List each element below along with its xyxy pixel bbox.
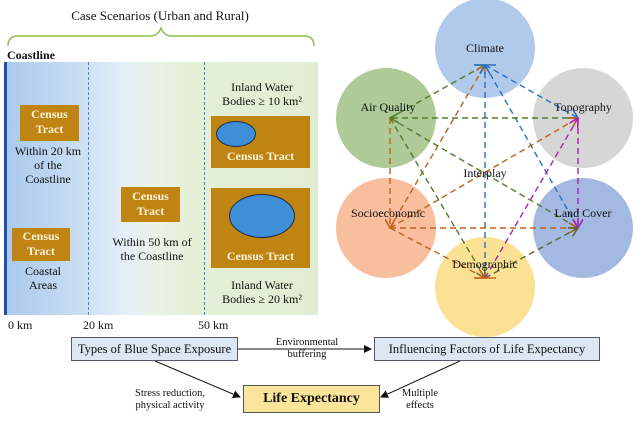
inland-large-caption: Inland Water Bodies ≥ 20 km² xyxy=(212,278,312,306)
caption-line: Inland Water xyxy=(231,80,293,94)
node-socio-label: Socioeconomic xyxy=(351,206,425,220)
inland-small-caption: Inland Water Bodies ≥ 10 km² xyxy=(212,80,312,108)
node-climate-label: Climate xyxy=(466,41,504,55)
km-tick-50: 50 km xyxy=(198,318,229,332)
label-line: physical activity xyxy=(135,400,205,411)
edge-air-to-climate xyxy=(389,65,485,119)
caption-line: Within 20 km xyxy=(14,144,82,158)
edge-air-to-demo xyxy=(389,117,485,278)
label-line: Multiple xyxy=(401,388,439,399)
km-tick-20: 20 km xyxy=(83,318,114,332)
lake-large-icon xyxy=(229,194,295,238)
coastline-label: Coastline xyxy=(7,48,55,62)
edge-socio-to-topo xyxy=(389,118,578,229)
census-tract-20km: Census Tract xyxy=(20,105,79,141)
tract-label: Tract xyxy=(136,204,165,218)
census-tract-inland-large: Census Tract xyxy=(211,188,310,268)
caption-line: Inland Water xyxy=(231,278,293,292)
zone-50km-caption: Within 50 km of the Coastline xyxy=(104,235,200,263)
node-land-label: Land Cover xyxy=(554,206,612,220)
caption-line: the Coastline xyxy=(120,249,184,263)
stress-reduction-label: Stress reduction, physical activity xyxy=(125,388,215,412)
zone-20km-caption: Within 20 km of the Coastline xyxy=(8,144,88,186)
node-topo-label: Topography xyxy=(554,100,612,114)
node-topo-circle xyxy=(533,68,633,168)
edge-climate-to-land xyxy=(484,64,578,228)
buffering-label: Environmental buffering xyxy=(262,337,352,361)
edge-demo-to-topo xyxy=(484,118,578,279)
divider-20km xyxy=(88,62,89,315)
edge-demo-to-land xyxy=(484,228,578,279)
interplay-label: Interplay xyxy=(463,166,507,180)
caption-line: Within 50 km of xyxy=(112,235,192,249)
influencing-factors-box: Influencing Factors of Life Expectancy xyxy=(374,337,600,361)
caption-line: Coastline xyxy=(25,172,71,186)
node-air-label: Air Quality xyxy=(360,100,416,114)
label-line: Environmental xyxy=(275,337,339,348)
census-tract-inland-small: Census Tract xyxy=(211,116,310,168)
case-scenarios-title: Case Scenarios (Urban and Rural) xyxy=(71,8,249,23)
label-line: buffering xyxy=(287,349,327,360)
life-expectancy-box: Life Expectancy xyxy=(243,385,380,413)
tract-label: Census xyxy=(31,107,68,121)
node-air-circle xyxy=(336,68,436,168)
km-tick-0: 0 km xyxy=(8,318,33,332)
multiple-effects-label: Multiple effects xyxy=(395,388,445,412)
label-line: effects xyxy=(406,400,434,411)
edge-air-to-land xyxy=(389,117,578,228)
census-tract-coastal: Census Tract xyxy=(12,228,70,261)
node-demo-circle xyxy=(435,237,535,337)
node-climate-circle xyxy=(435,0,535,98)
coastal-areas-caption: Coastal Areas xyxy=(8,264,78,292)
tract-label: Census xyxy=(22,229,60,243)
lake-small-icon xyxy=(216,121,256,147)
node-demo-label: Demographic xyxy=(452,257,518,271)
tract-label: Census Tract xyxy=(226,149,295,163)
edge-climate-to-topo xyxy=(484,64,578,118)
divider-50km xyxy=(204,62,205,315)
coastline-marker xyxy=(4,62,7,315)
tract-label: Tract xyxy=(27,244,55,258)
caption-line: Bodies ≥ 10 km² xyxy=(222,94,302,108)
tract-label: Tract xyxy=(35,122,64,136)
caption-line: Coastal xyxy=(25,264,61,278)
census-tract-50km: Census Tract xyxy=(121,187,180,222)
edge-socio-to-demo xyxy=(389,227,485,278)
caption-line: Areas xyxy=(29,278,57,292)
tract-label: Census xyxy=(132,189,169,203)
blue-space-exposure-box: Types of Blue Space Exposure xyxy=(71,337,238,361)
caption-line: of the xyxy=(34,158,62,172)
label-line: Stress reduction, xyxy=(135,388,205,399)
tract-label: Census Tract xyxy=(226,249,295,263)
node-land-circle xyxy=(533,178,633,278)
caption-line: Bodies ≥ 20 km² xyxy=(222,292,302,306)
